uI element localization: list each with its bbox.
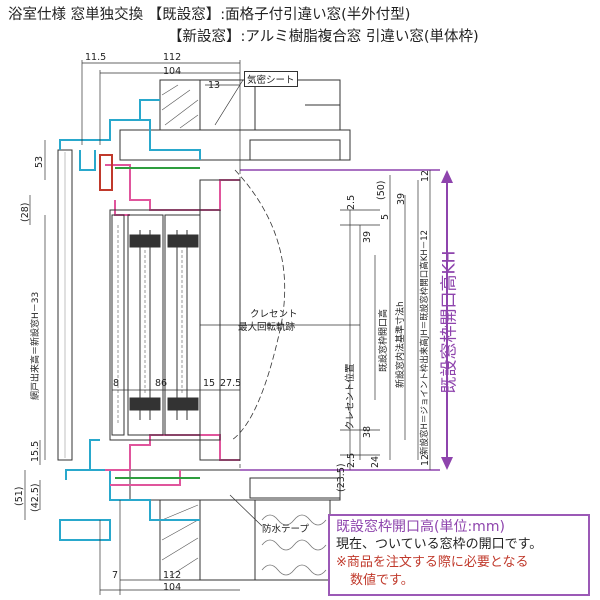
insulation [261, 514, 327, 576]
wall-structure [119, 79, 351, 581]
dimension-lines [24, 60, 431, 595]
wall-hatching [161, 84, 199, 577]
dim-8: 8 [113, 378, 120, 389]
crescent-rotation-label: 最大回転軌跡 [238, 322, 296, 333]
glass-panes [117, 225, 183, 425]
airtight-sheet-label: 気密シート [244, 71, 298, 87]
leader-lines [214, 79, 263, 527]
kh-explanation-note: 既設窓枠開口高(単位:mm) 現在、ついている窓枠の開口です。 ※商品を注文する… [328, 514, 590, 596]
dim-bottom-104: 104 [163, 582, 182, 593]
kh-vertical-label: 既設窓枠開口高KH [439, 250, 460, 394]
diagram-title-line1: 浴室仕様 窓単独交換 【既設窓】:面格子付引違い窓(半外付型) [8, 7, 411, 23]
note-title: 既設窓枠開口高(単位:mm) [336, 519, 505, 535]
new-inner-label: 新設窓内法基準寸法h [396, 301, 406, 388]
joint-formula-label: 新設窓H＝ジョイント枠出来高JH＝既設窓枠開口高KH－12 [420, 229, 430, 455]
airtight-seal [115, 167, 200, 479]
sash-clip [99, 154, 113, 191]
kh-dimension [240, 169, 453, 471]
dim-11-5: 11.5 [85, 52, 107, 63]
diagram-title-line2: 【新設窓】:アルミ樹脂複合窓 引違い窓(単体枠) [168, 29, 479, 45]
dim-15: 15 [203, 378, 216, 389]
dim-27-5: 27.5 [220, 378, 242, 389]
crescent-label: クレセント [250, 309, 298, 320]
waterproof-tape-label: 防水テープ [262, 524, 309, 535]
crescent-position-label: クレセント位置 [345, 363, 356, 430]
dim-bottom-7: 7 [112, 570, 119, 581]
dim-13: 13 [208, 80, 221, 91]
note-warning-line1: ※商品を注文する際に必要となる [336, 555, 529, 570]
dim-86: 86 [155, 378, 168, 389]
note-body: 現在、ついている窓枠の開口です。 [336, 537, 543, 552]
dim-top-112: 112 [163, 52, 182, 63]
dim-top-104: 104 [163, 66, 182, 77]
screen-height-label: 網戸出来高＝新設窓H－33 [31, 291, 41, 400]
new-window-body [109, 179, 241, 461]
crescent-rotation-arc [231, 169, 286, 441]
existing-inner-label: 既設窓枠開口高 [379, 308, 389, 372]
existing-frame [59, 99, 201, 541]
dim-bottom-112: 112 [163, 570, 182, 581]
note-warning-line2: 数値です。 [350, 573, 414, 588]
